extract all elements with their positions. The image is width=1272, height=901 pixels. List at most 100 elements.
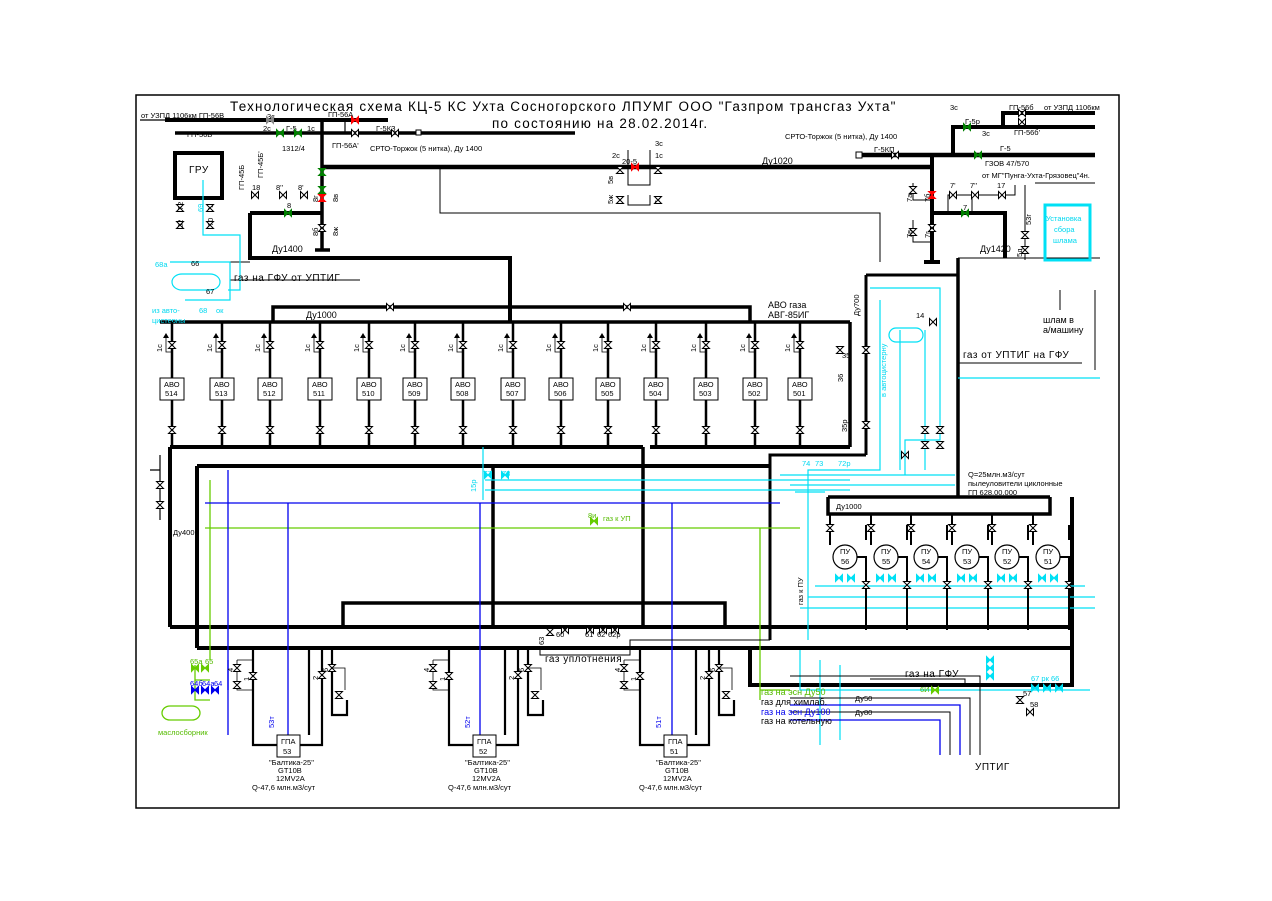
avo-inlet-valve[interactable] <box>458 341 468 349</box>
cyclone-drain-valve[interactable] <box>835 573 843 583</box>
valve-icon[interactable] <box>986 671 994 681</box>
avo-box[interactable] <box>402 377 428 401</box>
avo-outlet-valve[interactable] <box>795 426 805 434</box>
gpa-box[interactable] <box>663 734 688 758</box>
valve-icon[interactable] <box>961 208 969 218</box>
valve-icon[interactable] <box>205 221 215 229</box>
cyclone-inlet-valve[interactable] <box>906 524 916 532</box>
valve-icon[interactable] <box>155 501 165 509</box>
avo-inlet-valve[interactable] <box>315 341 325 349</box>
valve-icon[interactable] <box>201 663 209 673</box>
avo-outlet-valve[interactable] <box>701 426 711 434</box>
valve-icon[interactable] <box>561 625 569 635</box>
valve-icon[interactable] <box>1043 683 1051 693</box>
valve-icon[interactable] <box>484 470 492 480</box>
valve-icon[interactable] <box>998 190 1006 200</box>
valve-icon[interactable] <box>248 672 258 680</box>
avo-inlet-valve[interactable] <box>265 341 275 349</box>
valve-icon[interactable] <box>623 302 631 312</box>
avo-inlet-valve[interactable] <box>364 341 374 349</box>
cyclone-drain-valve[interactable] <box>888 573 896 583</box>
cyclone-inlet-valve[interactable] <box>947 524 957 532</box>
valve-icon[interactable] <box>963 122 971 132</box>
valve-icon[interactable] <box>619 664 629 672</box>
avo-outlet-valve[interactable] <box>458 426 468 434</box>
avo-outlet-valve[interactable] <box>556 426 566 434</box>
valve-icon[interactable] <box>211 685 219 695</box>
valve-icon[interactable] <box>1020 246 1030 254</box>
valve-icon[interactable] <box>908 186 918 194</box>
valve-icon[interactable] <box>861 346 871 354</box>
valve-icon[interactable] <box>266 115 274 125</box>
valve-icon[interactable] <box>317 224 327 232</box>
avo-box[interactable] <box>356 377 382 401</box>
avo-outlet-valve[interactable] <box>217 426 227 434</box>
valve-icon[interactable] <box>590 516 598 526</box>
cyclone-vessel[interactable] <box>832 544 858 570</box>
valve-icon[interactable] <box>251 190 259 200</box>
avo-box[interactable] <box>643 377 669 401</box>
avo-outlet-valve[interactable] <box>364 426 374 434</box>
valve-icon[interactable] <box>513 671 523 679</box>
avo-inlet-valve[interactable] <box>410 341 420 349</box>
avo-inlet-valve[interactable] <box>603 341 613 349</box>
valve-icon[interactable] <box>949 190 957 200</box>
avo-outlet-valve[interactable] <box>410 426 420 434</box>
avo-box[interactable] <box>209 377 235 401</box>
valve-icon[interactable] <box>615 166 625 174</box>
avo-outlet-valve[interactable] <box>167 426 177 434</box>
avo-box[interactable] <box>307 377 333 401</box>
valve-icon[interactable] <box>175 221 185 229</box>
valve-icon[interactable] <box>835 346 845 354</box>
valve-icon[interactable] <box>191 663 199 673</box>
cyclone-inlet-valve[interactable] <box>987 524 997 532</box>
avo-box[interactable] <box>159 377 185 401</box>
avo-box[interactable] <box>693 377 719 401</box>
valve-icon[interactable] <box>721 691 731 699</box>
valve-icon[interactable] <box>586 625 594 635</box>
avo-outlet-valve[interactable] <box>508 426 518 434</box>
avo-outlet-valve[interactable] <box>315 426 325 434</box>
avo-inlet-valve[interactable] <box>750 341 760 349</box>
avo-box[interactable] <box>787 377 813 401</box>
valve-icon[interactable] <box>908 228 918 236</box>
valve-icon[interactable] <box>232 681 242 689</box>
cyclone-outlet-valve[interactable] <box>942 581 952 589</box>
valve-icon[interactable] <box>501 470 509 480</box>
valve-icon[interactable] <box>317 671 327 679</box>
cyclone-drain-valve[interactable] <box>916 573 924 583</box>
valve-icon[interactable] <box>971 190 979 200</box>
valve-icon[interactable] <box>861 421 871 429</box>
avo-outlet-valve[interactable] <box>750 426 760 434</box>
avo-box[interactable] <box>742 377 768 401</box>
valve-icon[interactable] <box>545 628 555 636</box>
valve-icon[interactable] <box>232 664 242 672</box>
valve-icon[interactable] <box>631 162 639 172</box>
valve-icon[interactable] <box>201 685 209 695</box>
valve-icon[interactable] <box>986 663 994 673</box>
valve-icon[interactable] <box>1015 696 1025 704</box>
valve-icon[interactable] <box>327 664 337 672</box>
valve-icon[interactable] <box>391 128 399 138</box>
cyclone-inlet-valve[interactable] <box>1028 524 1038 532</box>
valve-icon[interactable] <box>334 691 344 699</box>
cyclone-drain-valve[interactable] <box>1009 573 1017 583</box>
valve-icon[interactable] <box>714 664 724 672</box>
cyclone-inlet-valve[interactable] <box>866 524 876 532</box>
